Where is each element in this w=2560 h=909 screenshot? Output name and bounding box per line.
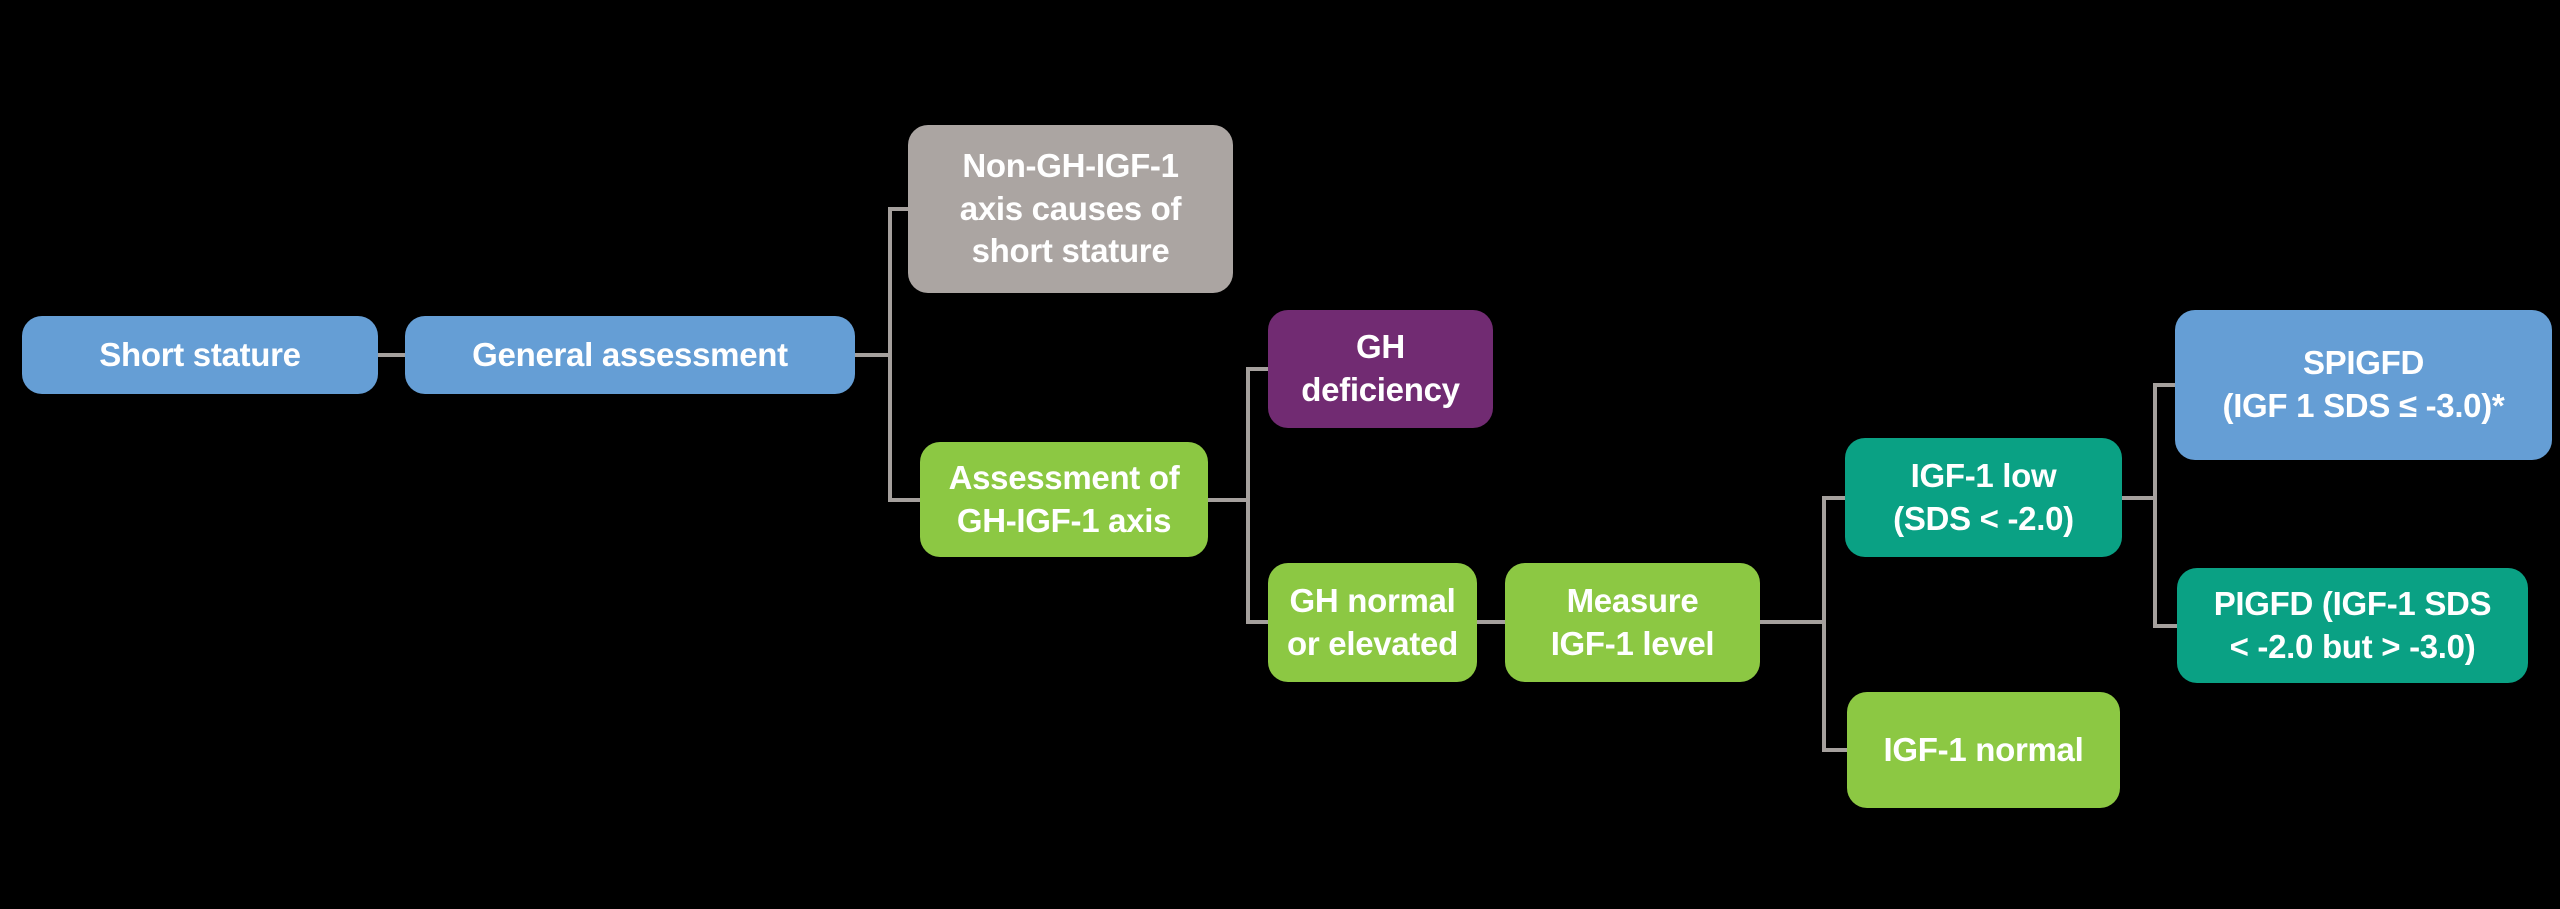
node-gh-normal-or-elevated: GH normal or elevated — [1268, 563, 1477, 682]
node-gh-deficiency: GH deficiency — [1268, 310, 1493, 428]
connector-short-to-general — [378, 353, 405, 357]
node-pigfd: PIGFD (IGF-1 SDS < -2.0 but > -3.0) — [2177, 568, 2528, 683]
node-spigfd: SPIGFD (IGF 1 SDS ≤ -3.0)* — [2175, 310, 2552, 460]
connector-branch-to-igf1-low — [1822, 496, 1845, 500]
node-short-stature: Short stature — [22, 316, 378, 394]
node-label: IGF-1 low (SDS < -2.0) — [1893, 456, 2074, 537]
connector-branch-to-gh-deficiency — [1246, 367, 1268, 371]
node-label: IGF-1 normal — [1883, 730, 2084, 768]
node-non-gh-igf1-causes: Non-GH-IGF-1 axis causes of short statur… — [908, 125, 1233, 293]
node-igf1-low: IGF-1 low (SDS < -2.0) — [1845, 438, 2122, 557]
connector-general-to-branch — [855, 353, 892, 357]
connector-branch-to-pigfd — [2153, 624, 2177, 628]
node-label: Measure IGF-1 level — [1550, 581, 1715, 662]
connector-assessment-to-branch — [1208, 498, 1250, 502]
connector-igf1-low-to-branch — [2122, 496, 2157, 500]
branch-assessment-vertical — [1246, 367, 1250, 624]
node-label: GH normal or elevated — [1287, 581, 1458, 662]
branch-igf1-low-vertical — [2153, 383, 2157, 628]
node-igf1-normal: IGF-1 normal — [1847, 692, 2120, 808]
connector-branch-to-igf1-normal — [1822, 748, 1847, 752]
branch-measure-vertical — [1822, 496, 1826, 752]
node-label: General assessment — [472, 335, 788, 373]
node-label: Non-GH-IGF-1 axis causes of short statur… — [959, 146, 1182, 270]
connector-gh-normal-to-measure — [1477, 620, 1505, 624]
node-label: Short stature — [99, 335, 301, 373]
node-label: PIGFD (IGF-1 SDS < -2.0 but > -3.0) — [2213, 584, 2492, 665]
branch-general-vertical — [888, 207, 892, 502]
node-label: GH deficiency — [1301, 328, 1460, 408]
node-measure-igf1-level: Measure IGF-1 level — [1505, 563, 1760, 682]
connector-branch-to-spigfd — [2153, 383, 2175, 387]
node-assessment-gh-igf1-axis: Assessment of GH-IGF-1 axis — [920, 442, 1208, 557]
node-label: Assessment of GH-IGF-1 axis — [948, 458, 1180, 539]
connector-branch-to-gh-normal — [1246, 620, 1268, 624]
connector-measure-to-branch — [1760, 620, 1826, 624]
connector-branch-to-non-gh — [888, 207, 908, 211]
connector-branch-to-assessment — [888, 498, 920, 502]
node-general-assessment: General assessment — [405, 316, 855, 394]
node-label: SPIGFD (IGF 1 SDS ≤ -3.0)* — [2222, 344, 2505, 424]
